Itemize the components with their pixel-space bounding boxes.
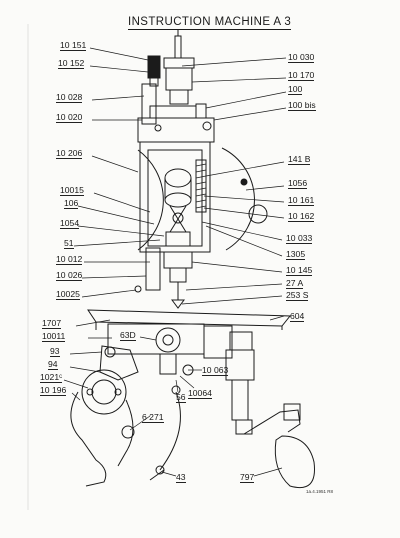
label-141b: 141 B — [288, 154, 311, 165]
label-6271: 6 271 — [142, 412, 164, 423]
label-1707: 1707 — [42, 318, 62, 329]
label-51: 51 — [64, 238, 74, 249]
label-10161: 10 161 — [288, 195, 315, 206]
label-604: 604 — [290, 311, 305, 322]
drawing-date-stamp: 1a.4.1951 R8 — [306, 489, 334, 494]
label-10162: 10 162 — [288, 211, 315, 222]
label-10012: 10 012 — [56, 254, 83, 265]
label-10145: 10 145 — [286, 265, 313, 276]
label-27a: 27 A — [286, 278, 304, 289]
label-10206: 10 206 — [56, 148, 83, 159]
label-10151: 10 151 — [60, 40, 87, 51]
label-94: 94 — [48, 359, 58, 370]
label-1056: 1056 — [288, 178, 308, 189]
label-1305: 1305 — [286, 249, 306, 260]
label-1021c: 1021ᶜ — [40, 372, 63, 383]
label-10025: 10025 — [56, 289, 80, 300]
label-10030: 10 030 — [288, 52, 315, 63]
label-10020: 10 020 — [56, 112, 83, 123]
label-56: 56 — [176, 392, 186, 403]
label-1054: 1054 — [60, 218, 80, 229]
label-10152: 10 152 — [58, 58, 85, 69]
label-10196: 10 196 — [40, 385, 67, 396]
label-10064: 10064 — [188, 388, 212, 399]
label-93: 93 — [50, 346, 60, 357]
label-10063: 10 063 — [202, 365, 229, 376]
label-10015: 10015 — [60, 185, 84, 196]
label-253s: 253 S — [286, 290, 309, 301]
label-100: 100 — [288, 84, 303, 95]
label-10011: 10011 — [42, 331, 66, 342]
label-106: 106 — [64, 198, 79, 209]
label-10033: 10 033 — [286, 233, 313, 244]
label-63d: 63D — [120, 330, 136, 341]
label-43: 43 — [176, 472, 186, 483]
label-10170: 10 170 — [288, 70, 315, 81]
page-title: INSTRUCTION MACHINE A 3 — [128, 16, 292, 30]
label-100bis: 100 bis — [288, 100, 316, 111]
label-10028: 10 028 — [56, 92, 83, 103]
label-797: 797 — [240, 472, 255, 483]
label-10026: 10 026 — [56, 270, 83, 281]
